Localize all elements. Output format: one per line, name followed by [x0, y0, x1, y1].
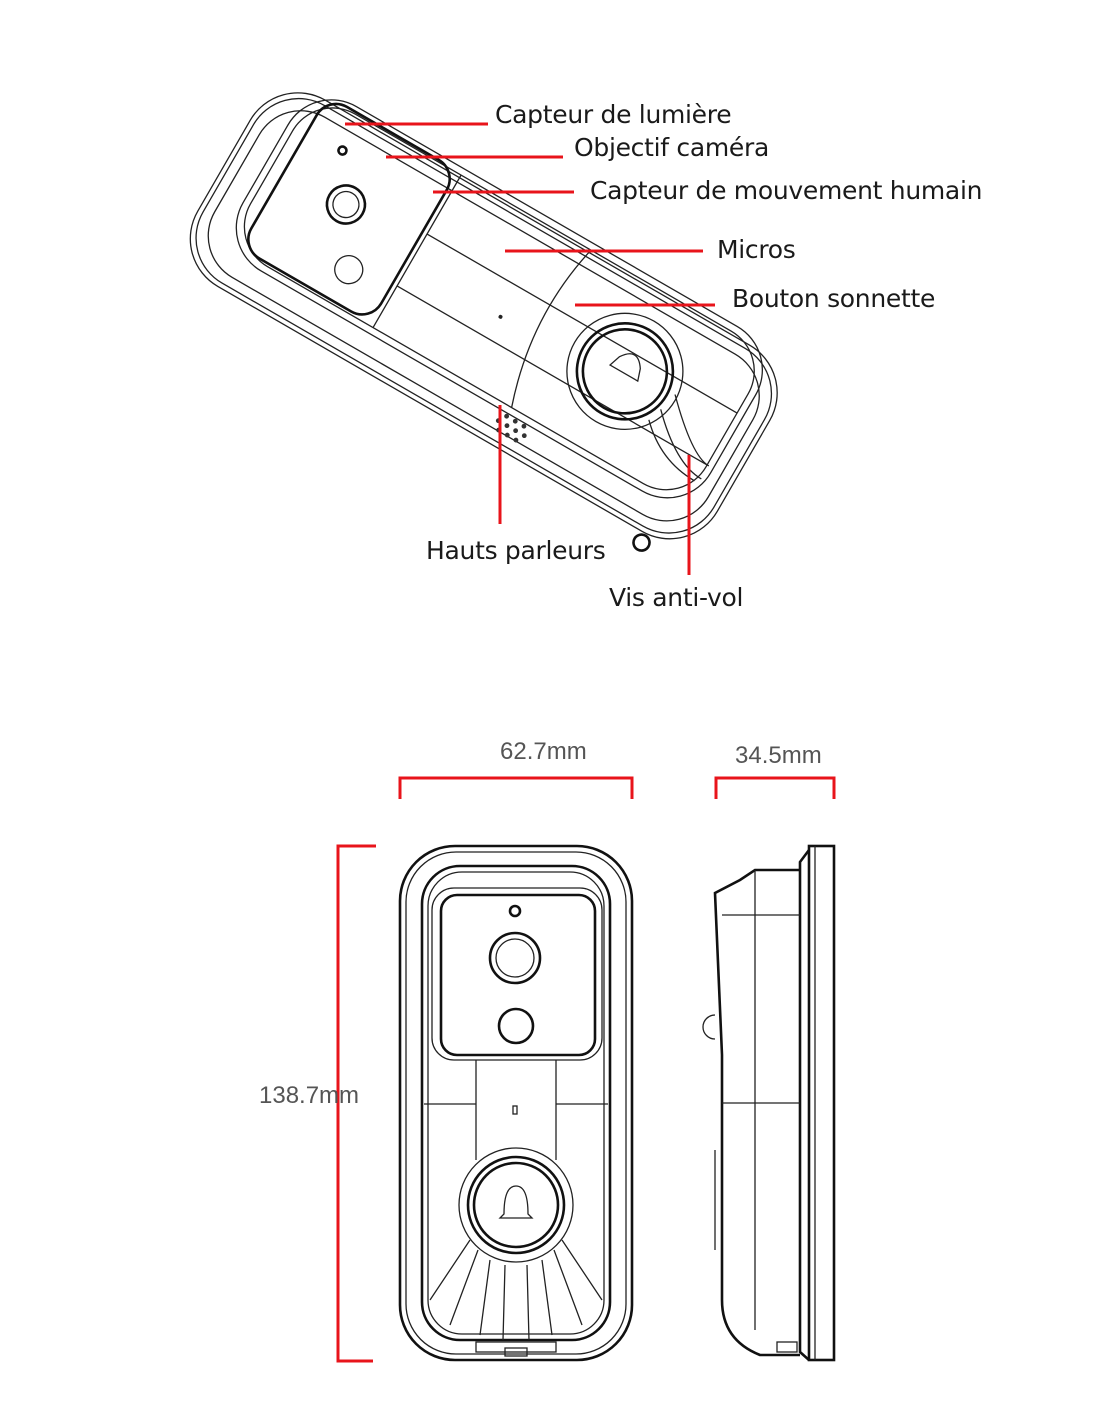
callout-lines: [345, 122, 715, 575]
isometric-doorbell: [189, 92, 778, 552]
dimension-height: 138.7mm: [259, 1082, 360, 1109]
label-antitheft-screw: Vis anti-vol: [609, 583, 744, 612]
label-camera-lens: Objectif caméra: [574, 133, 770, 162]
dimension-depth: 34.5mm: [735, 742, 822, 769]
front-view: [398, 844, 634, 1362]
label-speakers: Hauts parleurs: [426, 536, 606, 565]
label-motion-sensor: Capteur de mouvement humain: [590, 176, 983, 205]
label-light-sensor: Capteur de lumière: [495, 100, 732, 129]
dimension-width: 62.7mm: [500, 738, 587, 765]
label-doorbell-button: Bouton sonnette: [732, 284, 936, 313]
label-microphone: Micros: [717, 235, 796, 264]
side-view: [702, 844, 836, 1362]
dimension-brackets: [336, 776, 836, 1363]
